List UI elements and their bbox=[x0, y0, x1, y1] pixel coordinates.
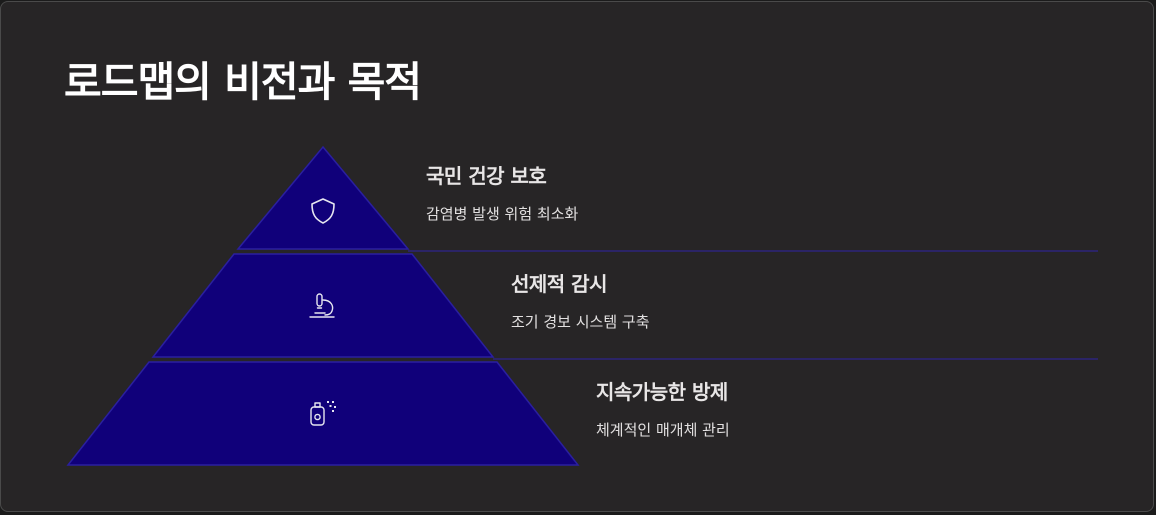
level-3-subtext: 체계적인 매개체 관리 bbox=[596, 421, 730, 439]
level-2-label: 선제적 감시 조기 경보 시스템 구축 bbox=[511, 270, 650, 332]
pyramid-layer-1 bbox=[236, 145, 410, 250]
pyramid-layer-3 bbox=[66, 361, 580, 466]
pyramid-layer-2 bbox=[151, 253, 495, 358]
page-title: 로드맵의 비전과 목적 bbox=[64, 58, 422, 106]
level-3-heading: 지속가능한 방제 bbox=[596, 380, 728, 404]
level-1-subtext: 감염병 발생 위험 최소화 bbox=[426, 205, 579, 223]
level-3-label: 지속가능한 방제 체계적인 매개체 관리 bbox=[596, 378, 730, 440]
level-1-label: 국민 건강 보호 감염병 발생 위험 최소화 bbox=[426, 162, 578, 224]
level-2-subtext: 조기 경보 시스템 구축 bbox=[511, 313, 650, 331]
microscope-icon bbox=[309, 293, 335, 318]
spray-bottle-icon bbox=[310, 401, 336, 426]
shield-icon bbox=[311, 198, 335, 224]
level-2-heading: 선제적 감시 bbox=[511, 272, 607, 296]
level-1-heading: 국민 건강 보호 bbox=[426, 164, 547, 188]
